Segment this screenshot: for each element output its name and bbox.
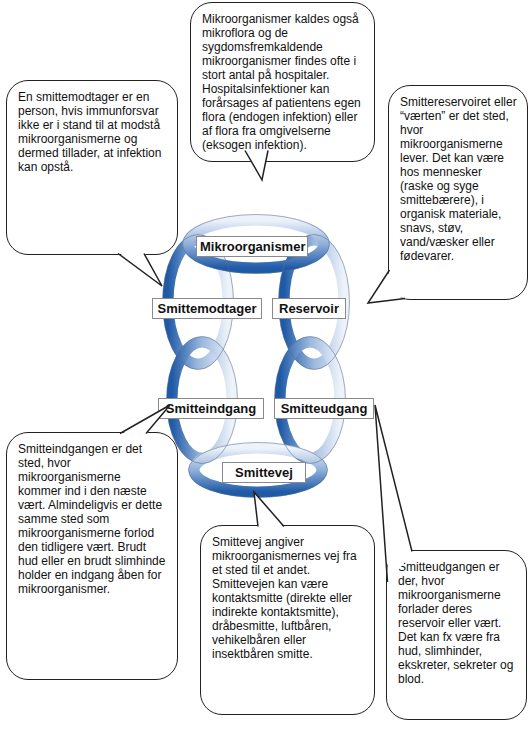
- callout-tail: [120, 405, 170, 435]
- callout-text: Mikroorganismer kaldes også mikroflora o…: [202, 12, 364, 152]
- link-label-text: Smittemodtager: [156, 301, 258, 316]
- callout-tail: [245, 149, 268, 180]
- callout-tail: [368, 270, 405, 303]
- callout-bubble: Smittevej angiver mikroorganismernes vej…: [200, 525, 375, 715]
- callout-bubble: Smitteudgangen er der, hvor mikroorganis…: [386, 550, 527, 720]
- callout-text: Smittereservoiret eller “værten” er det …: [400, 95, 517, 263]
- callout-bubble: Smittereservoiret eller “værten” er det …: [388, 85, 528, 300]
- callout-text: Smittevej angiver mikroorganismernes vej…: [212, 535, 364, 661]
- callout-bubble: Mikroorganismer kaldes også mikroflora o…: [190, 2, 375, 162]
- callout-bubble: En smittemodtager er en person, hvis imm…: [6, 80, 178, 255]
- link-label-text: Mikroorganismer: [200, 239, 304, 254]
- chain-link-label: Reservoir: [272, 298, 346, 319]
- callout-text: Smitteudgangen er der, hvor mikroorganis…: [398, 560, 516, 686]
- chain-ring: [188, 220, 324, 268]
- callout-tail: [118, 252, 162, 286]
- callout-tail: [375, 405, 412, 582]
- chain-link-label: Smittevej: [222, 462, 306, 483]
- callout-text: En smittemodtager er en person, hvis imm…: [18, 90, 167, 174]
- callout-text: Smitteindgangen er det sted, hvor mikroo…: [18, 442, 167, 596]
- chain-link-label: Smitteudgang: [274, 398, 374, 419]
- chain-link-label: Smitteindgang: [158, 398, 264, 419]
- callout-bubble: Smitteindgangen er det sted, hvor mikroo…: [6, 432, 178, 680]
- link-label-text: Reservoir: [276, 301, 342, 316]
- link-label-text: Smitteudgang: [278, 401, 370, 416]
- chain-ring: [194, 448, 322, 492]
- chain-link-label: Mikroorganismer: [196, 236, 308, 257]
- callout-tail: [254, 492, 284, 528]
- link-label-text: Smittevej: [226, 465, 302, 480]
- link-label-text: Smitteindgang: [162, 401, 260, 416]
- chain-link-label: Smittemodtager: [152, 298, 262, 319]
